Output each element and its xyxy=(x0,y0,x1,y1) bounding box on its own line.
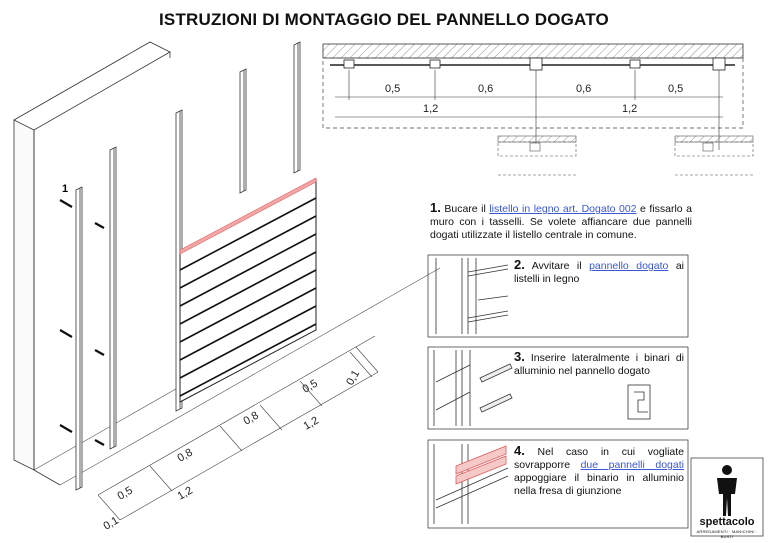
iso-dim-05-left: 0,5 xyxy=(116,485,135,503)
step-2-text: 2. Avvitare il pannello dogato ai listel… xyxy=(514,258,684,286)
step-2-illustration xyxy=(435,258,509,334)
iso-dim-12-left: 1,2 xyxy=(176,485,195,503)
iso-dim-08-left: 0,8 xyxy=(176,447,195,465)
step-4-link[interactable]: due pannelli dogati xyxy=(580,459,684,471)
step-3-box xyxy=(427,346,689,430)
logo-tagline: ARREDAMENTI · MANICHINI · BUSTI xyxy=(696,529,758,539)
step-2-post: ai listelli in legno xyxy=(514,260,684,285)
page-title: ISTRUZIONI DI MONTAGGIO DEL PANNELLO DOG… xyxy=(159,10,609,29)
step-4-number: 4. xyxy=(514,443,525,458)
step-1-text: 1. Bucare il listello in legno art. Doga… xyxy=(430,201,692,242)
step-1-pre: Bucare il xyxy=(440,203,490,215)
step-2-box xyxy=(427,254,689,338)
top-view-dimension-labels: 0,5 0,6 0,6 0,5 1,2 1,2 xyxy=(385,83,683,115)
step-2-number: 2. xyxy=(514,257,525,272)
step-4-illustration xyxy=(433,444,509,524)
step-3-number: 3. xyxy=(514,349,525,364)
iso-dim-08-right: 0,8 xyxy=(242,410,261,428)
top-dim-e: 1,2 xyxy=(423,103,438,115)
step-1-number: 1. xyxy=(430,200,441,215)
step-4-box xyxy=(427,439,689,529)
step-2-pre: Avvitare il xyxy=(524,260,590,272)
step-3-text: 3. Inserire lateralmente i binari di all… xyxy=(514,350,684,378)
iso-wall xyxy=(13,41,171,486)
step-3-pre: Inserire lateralmente i binari di allumi… xyxy=(514,352,684,377)
top-view xyxy=(322,43,754,176)
iso-dim-12-right: 1,2 xyxy=(302,415,321,433)
step-boxes xyxy=(427,254,689,529)
top-dim-c: 0,6 xyxy=(576,83,591,95)
iso-dimension-lines xyxy=(97,335,379,521)
iso-dim-05-right: 0,5 xyxy=(301,378,320,396)
top-dim-b: 0,6 xyxy=(478,83,493,95)
top-dim-f: 1,2 xyxy=(622,103,637,115)
step-1-marker: 1 xyxy=(62,183,68,195)
step-1-link[interactable]: listello in legno art. Dogato 002 xyxy=(489,203,637,215)
iso-battens xyxy=(75,41,301,491)
top-dim-d: 0,5 xyxy=(668,83,683,95)
top-dim-a: 0,5 xyxy=(385,83,400,95)
step-4-post: appoggiare il binario in alluminio nella… xyxy=(514,472,684,497)
step-4-text: 4. Nel caso in cui vogliate sovrapporre … xyxy=(514,444,684,498)
step-2-link[interactable]: pannello dogato xyxy=(589,260,669,272)
iso-screws xyxy=(59,199,105,446)
step-3-illustration xyxy=(433,350,651,426)
iso-dim-01-right: 0,1 xyxy=(344,368,362,387)
step-4-pre: Nel caso in cui vogliate sovrapporre xyxy=(514,446,684,471)
mannequin-icon xyxy=(717,465,737,516)
step-1-post: e fissarlo a muro con i tasselli. Se vol… xyxy=(430,203,692,241)
logo xyxy=(690,457,764,537)
logo-name: spettacolo xyxy=(699,516,755,528)
iso-slat-panel xyxy=(179,177,317,403)
